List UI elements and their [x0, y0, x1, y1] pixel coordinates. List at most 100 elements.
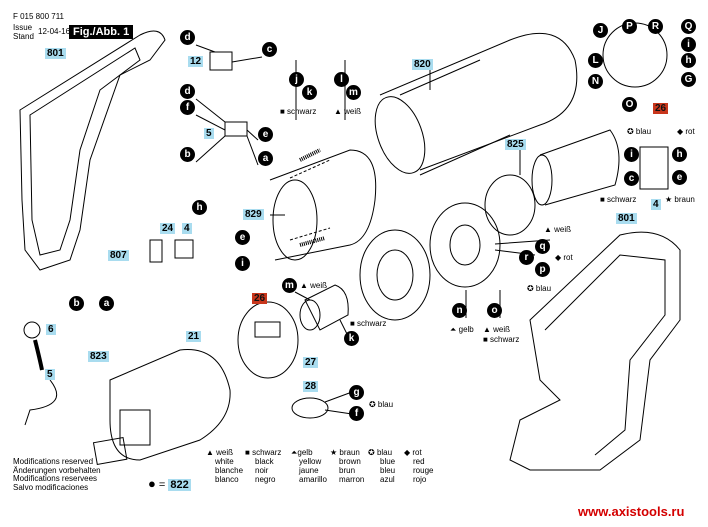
color-note: ▲ weiß: [300, 281, 328, 290]
housing-left-half: [19, 30, 166, 271]
pcb-callout: G: [681, 72, 696, 87]
color-note: ◆ rot: [555, 253, 573, 262]
wire-callout: c: [262, 42, 277, 57]
legend-es: azul: [380, 475, 395, 484]
bullet-icon: ●: [148, 476, 156, 491]
pcb-callout: P: [622, 19, 637, 34]
color-note: ✪ blau: [527, 284, 552, 293]
wire-callout: g: [349, 385, 364, 400]
part-number: 27: [303, 357, 319, 368]
legend-en: yellow: [299, 457, 322, 466]
color-note: ▲ weiß: [334, 107, 362, 116]
circled-star-icon: ✪: [368, 448, 375, 457]
legend-en: brown: [339, 457, 361, 466]
terminal-callout: e: [672, 170, 687, 185]
issue-date: 12-04-16: [38, 27, 71, 36]
part-number: 807: [108, 250, 129, 261]
red-part-number: 26: [653, 103, 669, 114]
legend-fr: bleu: [380, 466, 396, 475]
figure-label: Fig./Abb. 1: [69, 25, 134, 39]
star-icon: ★: [330, 448, 338, 457]
issue-label-en: Issue: [13, 23, 33, 32]
wire-callout: h: [192, 200, 207, 215]
thermal-fuse: [291, 397, 329, 419]
wire-callout: d: [180, 30, 195, 45]
part-number: 801: [616, 213, 637, 224]
legend-fr: rouge: [413, 466, 434, 475]
cord-grommet: [33, 339, 44, 371]
modifications-de: Änderungen vorbehalten: [13, 465, 101, 475]
part-number: 801: [45, 48, 66, 59]
color-note: ▲ weiß: [483, 325, 511, 334]
front-housing: [109, 349, 231, 461]
legend-es: amarillo: [299, 475, 328, 484]
terminal-callout: h: [672, 147, 687, 162]
part-number: 5: [45, 369, 55, 380]
legend-fr: blanche: [215, 466, 244, 475]
wire-callout: q: [535, 239, 550, 254]
pcb-callout: N: [588, 74, 603, 89]
wire-callout: f: [349, 406, 364, 421]
equals-sign: =: [158, 479, 166, 491]
legend-de: gelb: [297, 448, 313, 457]
wire-callout: k: [302, 85, 317, 100]
terminal-callout: i: [624, 147, 639, 162]
nozzle-tube: [379, 32, 578, 171]
doc-number: F 015 800 711: [13, 12, 65, 21]
part-number: 829: [243, 209, 264, 220]
heating-element: [539, 129, 620, 206]
wire-callout: o: [487, 303, 502, 318]
wire-callout: n: [452, 303, 467, 318]
legend-fr: noir: [255, 466, 269, 475]
part-number: 5: [204, 128, 214, 139]
part-number: 4: [651, 199, 661, 210]
part-number: 820: [412, 59, 433, 70]
legend-de: rot: [412, 448, 422, 457]
triangle-icon: ▲: [206, 448, 214, 457]
pcb-callout: R: [648, 19, 663, 34]
modifications-fr: Modifications reservees: [13, 474, 98, 483]
wire-callout: a: [258, 151, 273, 166]
part-number: 24: [160, 223, 176, 234]
legend-de: weiß: [216, 448, 234, 457]
legend-de: blau: [376, 448, 393, 457]
wire-callout: b: [69, 296, 84, 311]
diamond-icon: ◆: [404, 448, 411, 457]
dome-icon: ⏶: [291, 448, 298, 457]
wire-callout: m: [346, 85, 361, 100]
pcb-callout: O: [622, 97, 637, 112]
part-number: 12: [188, 56, 204, 67]
power-cord: [24, 379, 58, 426]
insulation-tube: [269, 149, 377, 261]
wire-callout: p: [535, 262, 550, 277]
pcb-callout: L: [588, 53, 603, 68]
color-note: ■ schwarz: [483, 335, 520, 344]
legend-fr: jaune: [299, 466, 319, 475]
wire-callout: r: [519, 250, 534, 265]
wire-callout: b: [180, 147, 195, 162]
part-number: 28: [303, 381, 319, 392]
legend-de: braun: [339, 448, 360, 457]
pcb-callout: J: [593, 23, 608, 38]
color-note: ■ schwarz: [600, 195, 637, 204]
part-number: 4: [182, 223, 192, 234]
fan-housing: [359, 229, 431, 321]
switch-24: [149, 239, 163, 263]
red-part-number: 26: [252, 293, 268, 304]
color-note: ◆ rot: [677, 127, 695, 136]
switch-panel: [92, 436, 128, 466]
legend-fr: brun: [339, 466, 356, 475]
wire-callout: e: [258, 127, 273, 142]
fan-wheel: [429, 202, 501, 288]
color-note: ■ schwarz: [350, 319, 387, 328]
legend-en: black: [255, 457, 274, 466]
color-note: ■ schwarz: [280, 107, 317, 116]
color-note: ▲ weiß: [544, 225, 572, 234]
wire-callout: l: [334, 72, 349, 87]
color-note: ★ braun: [665, 195, 695, 204]
watermark-url[interactable]: www.axistools.ru: [578, 504, 685, 519]
